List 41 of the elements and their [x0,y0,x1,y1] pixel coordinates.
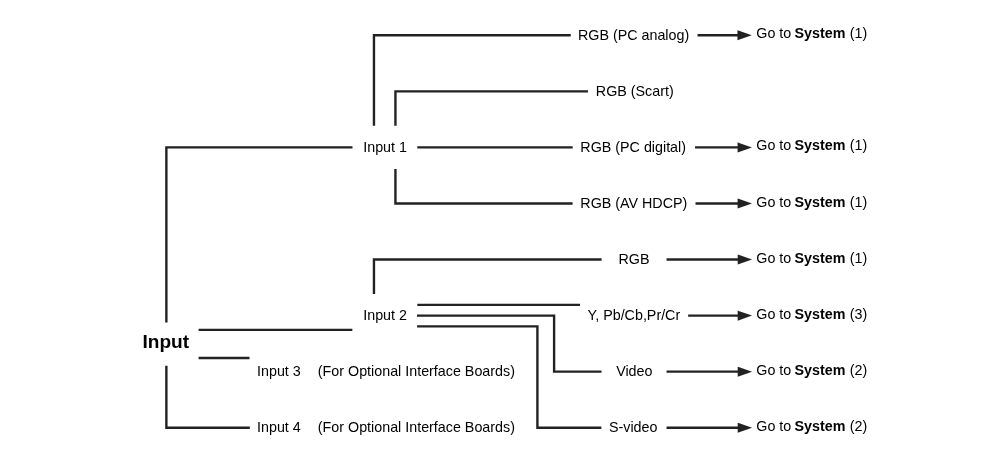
connector [416,145,573,149]
node-label: (For Optional Interface Boards) [317,362,515,379]
arrow [666,422,752,433]
connector [416,313,602,373]
node-text: Go to System (1) [755,249,867,266]
node-text: Input 1 [362,138,407,155]
connector [393,168,573,205]
node-text: S-video [608,418,657,435]
connector [372,257,602,294]
node-text: Go to System (1) [755,24,867,41]
connector [198,328,352,331]
arrow [694,141,752,152]
arrow [695,197,752,208]
connector [164,365,250,429]
connector [416,303,580,306]
node-text: Go to System (2) [755,361,867,378]
node-text: Go to System (2) [755,417,867,434]
node-text: Go to System (1) [755,136,867,153]
node-text: RGB (PC digital) [579,138,686,155]
arrow [687,310,752,321]
node-text: RGB (Scart) [595,82,674,99]
connector [393,89,588,126]
node-text: Go to System (3) [755,305,867,322]
node-text: RGB (AV HDCP) [579,194,687,211]
connector [164,145,352,322]
node-text: Y, Pb/Cb,Pr/Cr [587,306,680,323]
connector [198,356,249,359]
node-text: Video [615,362,652,379]
node-text: Input 3 [256,362,301,379]
node-text: RGB [618,250,650,267]
arrow [697,29,752,40]
node-text: RGB (PC analog) [577,26,689,43]
connector [372,33,571,126]
node-text: Go to System (1) [755,193,867,210]
arrow [666,254,752,265]
node-text: Input 2 [362,306,407,323]
node-text: Input 4 [256,418,301,435]
connector [416,324,601,429]
arrow [666,366,752,377]
node-label: (For Optional Interface Boards) [317,418,515,435]
node-text: Input [142,330,189,352]
